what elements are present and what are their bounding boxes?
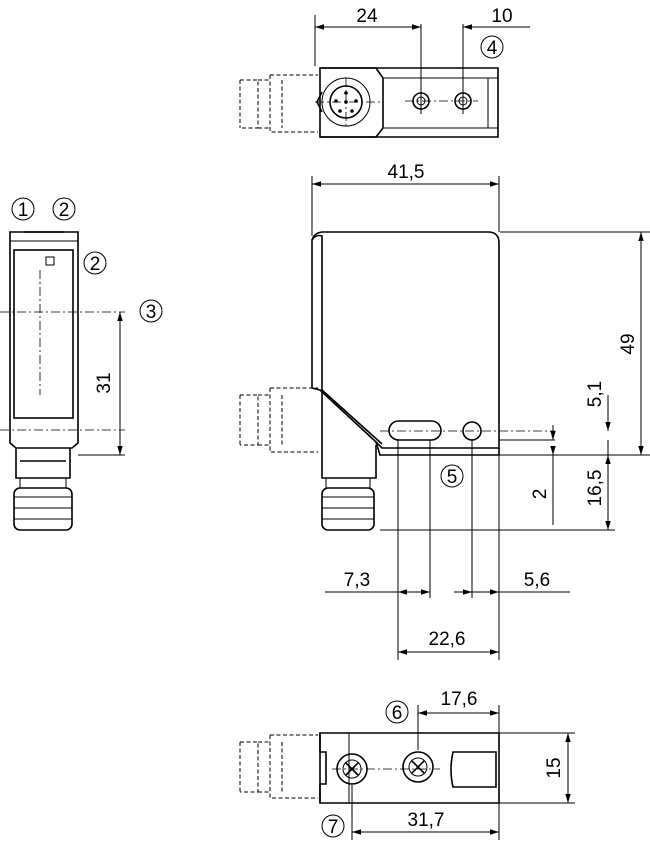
dim-2: 2 xyxy=(530,489,551,500)
top-view xyxy=(239,15,530,138)
callout-4-label: 4 xyxy=(487,38,498,59)
dim-17-6: 17,6 xyxy=(441,689,478,710)
side-view xyxy=(239,176,650,660)
callout-3 xyxy=(139,299,163,323)
callout-2-top-label: 2 xyxy=(59,200,70,221)
callout-2-side xyxy=(83,251,107,275)
callout-2-side-label: 2 xyxy=(90,254,101,275)
dim-5-1: 5,1 xyxy=(585,381,606,407)
dim-49: 49 xyxy=(618,333,639,354)
front-view xyxy=(0,231,125,531)
callout-5 xyxy=(440,464,464,488)
bottom-view xyxy=(239,705,575,840)
dim-10: 10 xyxy=(491,6,512,27)
dim-5-6: 5,6 xyxy=(524,570,550,591)
callout-1 xyxy=(11,197,35,221)
callout-7 xyxy=(321,814,345,838)
callout-6-label: 6 xyxy=(392,703,403,724)
callout-3-label: 3 xyxy=(146,302,157,323)
dim-24: 24 xyxy=(356,6,378,27)
dim-31-7: 31,7 xyxy=(408,810,445,831)
callout-6 xyxy=(385,700,409,724)
dim-41-5: 41,5 xyxy=(388,162,425,183)
dim-15: 15 xyxy=(544,757,565,778)
callout-4 xyxy=(480,35,504,59)
callout-5-label: 5 xyxy=(447,467,458,488)
dim-7-3: 7,3 xyxy=(344,570,370,591)
callout-1-label: 1 xyxy=(18,200,29,221)
dim-16-5: 16,5 xyxy=(585,470,606,507)
dim-22-6: 22,6 xyxy=(429,629,466,650)
callout-2-top xyxy=(52,197,76,221)
callout-7-label: 7 xyxy=(328,817,339,838)
dim-31: 31 xyxy=(94,372,115,393)
